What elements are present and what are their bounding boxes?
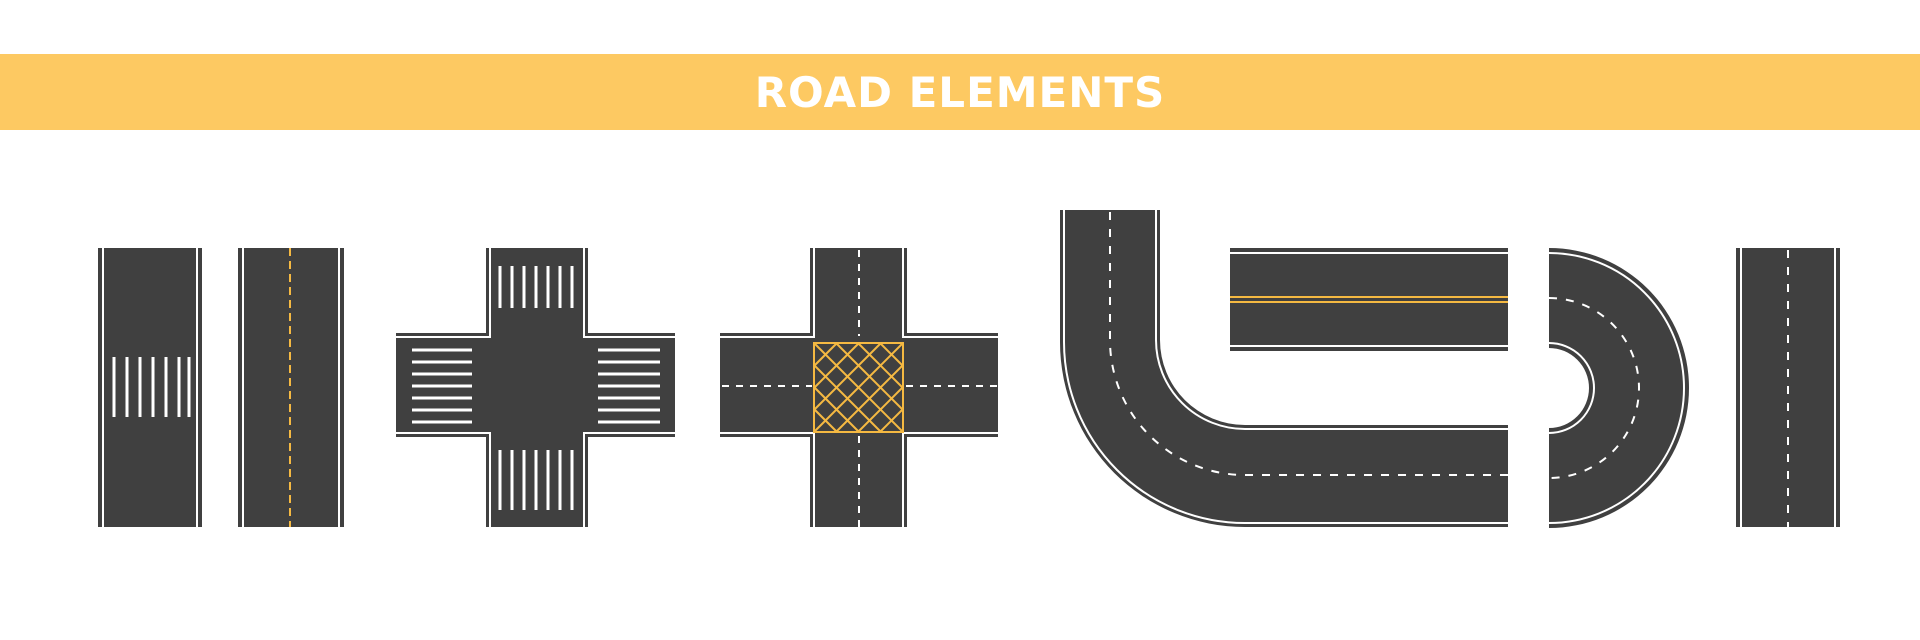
curved-road-u-turn <box>1060 210 1508 527</box>
crosswalk-right <box>598 348 660 424</box>
straight-road-dashed-center <box>1736 248 1840 527</box>
title-banner: ROAD ELEMENTS <box>0 54 1920 130</box>
yellow-box-grid <box>813 342 904 433</box>
semicircle-roundabout-road <box>1548 248 1689 528</box>
straight-road-horizontal-double-yellow <box>1230 248 1508 351</box>
crosswalk-bottom <box>498 450 574 510</box>
straight-road-yellow-center-line <box>238 248 344 527</box>
crosswalk-left <box>412 348 472 424</box>
intersection-crosswalks <box>396 248 675 527</box>
straight-road-crosswalk <box>98 248 202 527</box>
intersection-yellow-box-junction <box>720 248 998 527</box>
crosswalk-stripes <box>112 357 191 417</box>
crosswalk-top <box>498 266 574 308</box>
page-title: ROAD ELEMENTS <box>754 67 1166 117</box>
